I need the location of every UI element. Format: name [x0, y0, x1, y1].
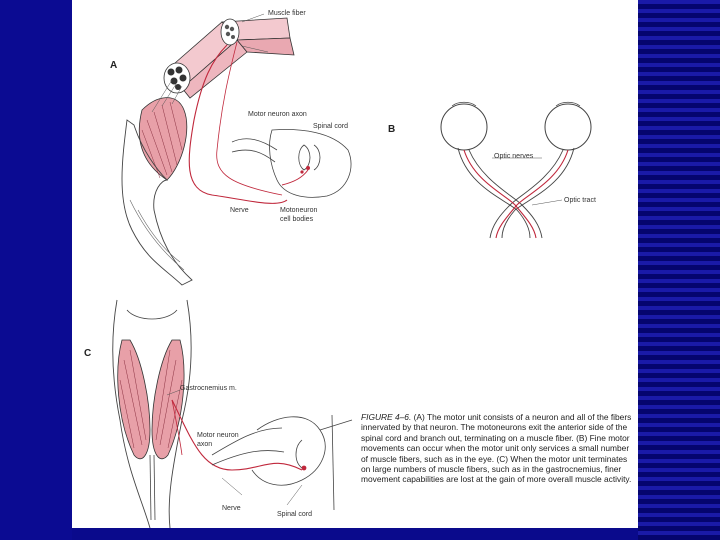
- gastrocnemius-muscle: [118, 340, 150, 459]
- label-motor-neuron-axon-c-line2: axon: [197, 441, 212, 448]
- left-eye: [441, 104, 487, 150]
- label-muscle-fiber: Muscle fiber: [268, 10, 306, 17]
- panel-label-b: B: [388, 124, 395, 135]
- label-motoneuron-cell-bodies-line2: cell bodies: [280, 216, 313, 223]
- label-nerve-a: Nerve: [230, 207, 249, 214]
- label-gastrocnemius: Gastrocnemius m.: [180, 385, 237, 392]
- spinal-cord-c: [212, 415, 352, 510]
- label-motoneuron-cell-bodies-line1: Motoneuron: [280, 207, 317, 214]
- slide-figure: A B C Muscle fiber Motor neuron axon Spi…: [72, 0, 638, 528]
- label-spinal-cord-c: Spinal cord: [277, 511, 312, 518]
- decorative-stripes: [638, 0, 720, 540]
- caption-text: (A) The motor unit consists of a neuron …: [361, 412, 631, 484]
- label-motor-neuron-axon-a: Motor neuron axon: [248, 111, 307, 118]
- optic-nerve-right: [496, 150, 568, 238]
- label-optic-tract: Optic tract: [564, 197, 596, 204]
- caption-figure-number: FIGURE 4–6.: [361, 412, 411, 422]
- label-spinal-cord-a: Spinal cord: [313, 123, 348, 130]
- optic-nerve-left: [464, 150, 536, 238]
- label-optic-nerves: Optic nerves: [494, 153, 533, 160]
- left-margin-band: [0, 0, 72, 540]
- figure-caption: FIGURE 4–6. (A) The motor unit consists …: [361, 412, 633, 485]
- panel-c-illustration: [72, 0, 372, 528]
- label-motor-neuron-axon-c-line1: Motor neuron: [197, 432, 239, 439]
- label-nerve-c: Nerve: [222, 505, 241, 512]
- panel-label-c: C: [84, 348, 91, 359]
- right-eye: [545, 104, 591, 150]
- panel-label-a: A: [110, 60, 117, 71]
